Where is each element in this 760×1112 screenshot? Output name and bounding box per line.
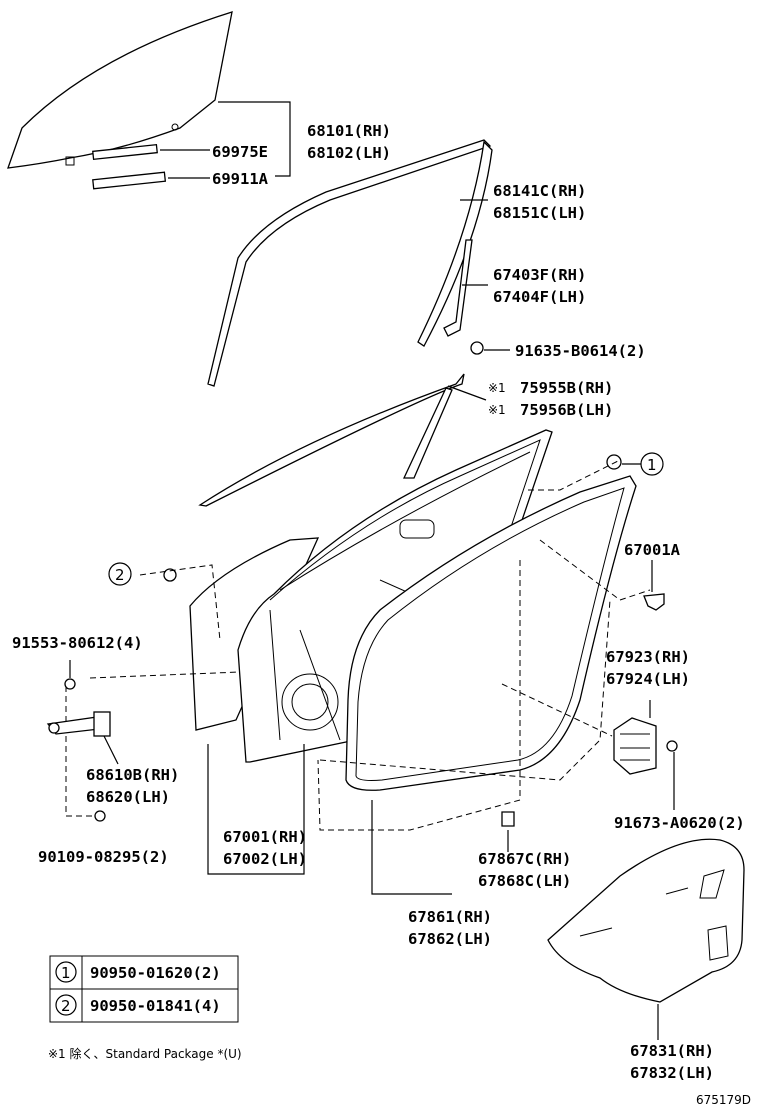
glass-rh-label: 68101(RH) [307, 122, 391, 140]
run-lh-label: 68151C(LH) [493, 204, 586, 222]
legend-num-1: 1 [61, 964, 71, 982]
legend-part-1: 90950-01620(2) [90, 964, 221, 982]
door-lh-label: 67002(LH) [223, 850, 307, 868]
bolt-check2-label: 90109-08295(2) [38, 848, 169, 866]
check-lh-label: 68620(LH) [86, 788, 170, 806]
channel-rh-label: 67403F(RH) [493, 266, 586, 284]
callout-2-circle [108, 562, 132, 586]
belt-molding [198, 373, 465, 507]
glass-lh-label: 68102(LH) [307, 144, 391, 162]
channel-lh-label: 67404F(LH) [493, 288, 586, 306]
legend-table: 1 90950-01620(2) 2 90950-01841(4) [49, 955, 239, 1023]
molding-lh-label: 75956B(LH) [520, 401, 613, 419]
glass-pad-a-label: 69911A [212, 170, 269, 188]
weather-lh-label: 67862(LH) [408, 930, 492, 948]
glass-pad-e-label: 69975E [212, 143, 268, 161]
weatherstrip [345, 475, 637, 791]
molding-mark-2: ※1 [488, 403, 506, 417]
callout-1-number: 1 [647, 456, 657, 474]
clip-rh-label: 67867C(RH) [478, 850, 571, 868]
division-channel [443, 239, 484, 355]
callout-2-number: 2 [115, 566, 125, 584]
bolt-check-label: 91553-80612(4) [12, 634, 143, 652]
legend-part-2: 90950-01841(4) [90, 997, 221, 1015]
service-hole-seal [547, 838, 745, 1003]
door-rh-label: 67001(RH) [223, 828, 307, 846]
check-rh-label: 68610B(RH) [86, 766, 179, 784]
clip-lh-label: 67868C(LH) [478, 872, 571, 890]
door-hinge [613, 717, 678, 775]
legend-num-2: 2 [61, 997, 71, 1015]
hinge-lh-label: 67924(LH) [606, 670, 690, 688]
diagram-id: 675179D [696, 1093, 751, 1107]
molding-mark-1: ※1 [488, 381, 506, 395]
bolt-channel-label: 91635-B0614(2) [515, 342, 646, 360]
seal-lh-label: 67832(LH) [630, 1064, 714, 1082]
door-glass [7, 11, 233, 190]
run-rh-label: 68141C(RH) [493, 182, 586, 200]
door-check [46, 678, 111, 822]
door-stopper [643, 593, 665, 611]
bolt-hinge-label: 91673-A0620(2) [614, 814, 745, 832]
footnote: ※1 除く、Standard Package *(U) [48, 1046, 242, 1061]
glass-run [207, 139, 493, 387]
seal-rh-label: 67831(RH) [630, 1042, 714, 1060]
molding-rh-label: 75955B(RH) [520, 379, 613, 397]
weather-rh-label: 67861(RH) [408, 908, 492, 926]
stopper-label: 67001A [624, 541, 681, 559]
hinge-rh-label: 67923(RH) [606, 648, 690, 666]
